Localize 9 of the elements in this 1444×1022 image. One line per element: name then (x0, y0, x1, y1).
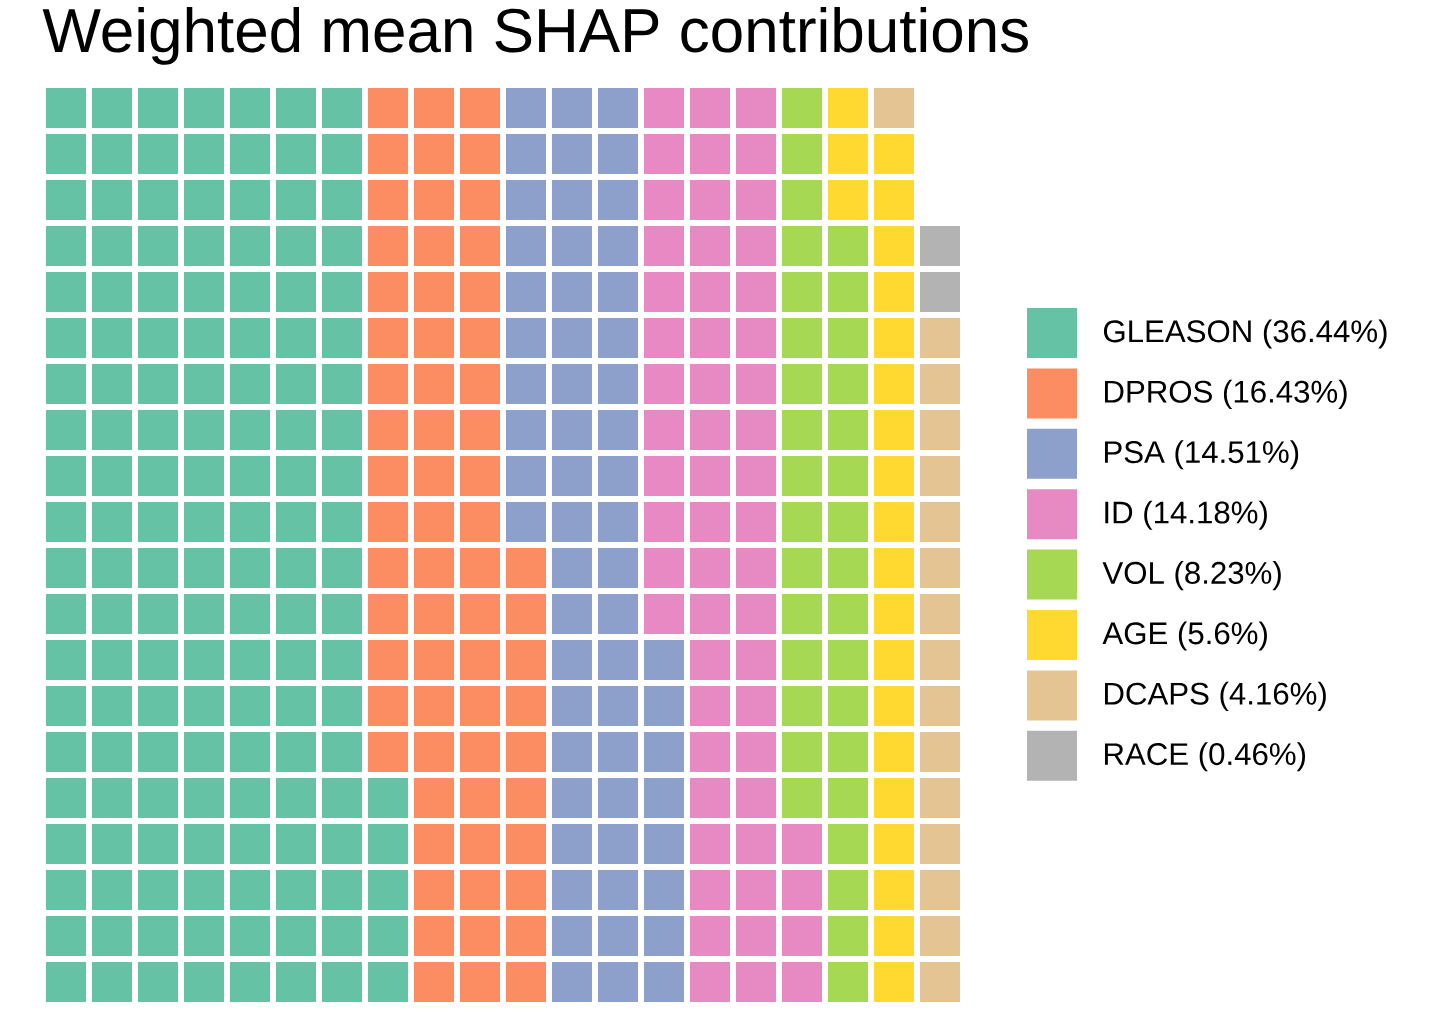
legend-label: PSA (14.51%) (1105, 440, 1299, 470)
legend-label: RACE (0.46%) (1105, 742, 1306, 772)
legend-label: AGE (5.6%) (1102, 621, 1267, 651)
chart-title: Weighted mean SHAP contributions (42, 7, 1028, 65)
legend-label: GLEASON (36.44%) (1104, 319, 1387, 349)
legend-label: VOL (8.23%) (1102, 561, 1281, 591)
legend-label: DCAPS (4.16%) (1105, 681, 1326, 711)
legend-label: DPROS (16.43%) (1105, 379, 1347, 409)
legend-label: ID (14.18%) (1105, 500, 1267, 530)
